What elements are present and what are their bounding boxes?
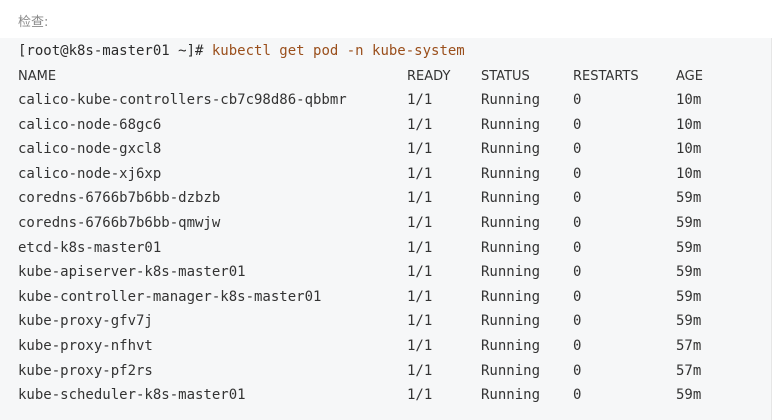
header-restarts: RESTARTS [573,69,639,84]
table-row: kube-apiserver-k8s-master01 1/1 Running 0 59… [18,260,758,285]
table-row: kube-proxy-gfv7j 1/1 Running 0 59m [18,309,758,334]
cell-age: 57m [676,337,702,354]
table-body: calico-kube-controllers-cb7c98d86-qbbmr 1… [18,88,758,408]
cell-status: Running [481,387,541,404]
cell-name: kube-proxy-gfv7j [18,313,153,330]
cell-name: calico-node-68gc6 [18,116,162,133]
header-name: NAME [18,69,57,84]
header-ready: READY [407,69,451,84]
cell-status: Running [481,362,541,379]
cell-name: kube-proxy-pf2rs [18,362,153,379]
cell-restarts: 0 [573,92,582,108]
command-prompt: [root@k8s-master01 ~]# kubectl get pod -… [18,42,465,60]
table-row: kube-scheduler-k8s-master01 1/1 Running 0 59… [18,383,758,408]
cell-ready: 1/1 [407,239,433,256]
cell-restarts: 0 [573,190,582,207]
cell-name: etcd-k8s-master01 [18,239,162,256]
cell-age: 59m [676,313,702,330]
cell-ready: 1/1 [407,141,433,158]
prompt-command: kubectl get pod -n kube-system [211,43,465,59]
cell-ready: 1/1 [407,264,433,281]
cell-age: 59m [676,214,702,231]
pod-table: NAME READY STATUS RESTARTS AGE calico-ku… [18,66,758,408]
cell-status: Running [481,337,541,354]
table-row: calico-kube-controllers-cb7c98d86-qbbmr 1… [18,88,758,113]
table-row: calico-node-gxcl8 1/1 Running 0 10m [18,137,758,162]
cell-restarts: 0 [573,362,582,379]
cell-ready: 1/1 [407,387,433,404]
cell-status: Running [481,239,541,256]
cell-status: Running [481,288,541,305]
cell-age: 10m [676,116,702,133]
cell-ready: 1/1 [407,313,433,330]
cell-age: 10m [676,165,702,182]
cell-age: 59m [676,190,702,207]
prompt-host: [root@k8s-master01 ~]# [18,43,212,59]
cell-restarts: 0 [573,165,582,182]
table-row: calico-node-68gc6 1/1 Running 0 10m [18,113,758,138]
cell-name: kube-scheduler-k8s-master01 [18,387,246,404]
cell-restarts: 0 [573,141,582,158]
cell-ready: 1/1 [407,288,433,305]
cell-ready: 1/1 [407,92,433,108]
cell-name: kube-proxy-nfhvt [18,337,153,354]
cell-name: calico-node-xj6xp [18,165,162,182]
cell-age: 59m [676,387,702,404]
cell-restarts: 0 [573,313,582,330]
cell-restarts: 0 [573,264,582,281]
header-age: AGE [676,69,703,84]
cell-status: Running [481,141,541,158]
cell-status: Running [481,313,541,330]
cell-age: 10m [676,141,702,158]
cell-restarts: 0 [573,288,582,305]
cell-name: calico-kube-controllers-cb7c98d86-qbbmr [18,92,347,108]
cell-name: kube-apiserver-k8s-master01 [18,264,246,281]
cell-ready: 1/1 [407,116,433,133]
cell-ready: 1/1 [407,362,433,379]
cell-status: Running [481,190,541,207]
table-row: coredns-6766b7b6bb-qmwjw 1/1 Running 0 59m [18,211,758,236]
cell-age: 59m [676,288,702,305]
cell-status: Running [481,214,541,231]
cell-ready: 1/1 [407,165,433,182]
cell-restarts: 0 [573,337,582,354]
table-row: kube-proxy-pf2rs 1/1 Running 0 57m [18,359,758,384]
cell-ready: 1/1 [407,337,433,354]
cell-restarts: 0 [573,116,582,133]
cell-name: coredns-6766b7b6bb-qmwjw [18,214,221,231]
table-row: etcd-k8s-master01 1/1 Running 0 59m [18,236,758,261]
cell-status: Running [481,92,541,108]
table-row: kube-controller-manager-k8s-master01 1/1 R… [18,285,758,310]
cell-restarts: 0 [573,214,582,231]
table-row: coredns-6766b7b6bb-dzbzb 1/1 Running 0 59m [18,186,758,211]
cell-name: kube-controller-manager-k8s-master01 [18,288,322,305]
cell-ready: 1/1 [407,214,433,231]
cell-ready: 1/1 [407,190,433,207]
cell-age: 57m [676,362,702,379]
caption-text: 检查: [18,15,49,30]
terminal-output: [root@k8s-master01 ~]# kubectl get pod -… [0,38,772,420]
cell-name: coredns-6766b7b6bb-dzbzb [18,190,221,207]
cell-age: 59m [676,264,702,281]
table-row: calico-node-xj6xp 1/1 Running 0 10m [18,162,758,187]
header-status: STATUS [481,69,530,84]
cell-status: Running [481,165,541,182]
cell-status: Running [481,264,541,281]
cell-age: 59m [676,239,702,256]
cell-name: calico-node-gxcl8 [18,141,162,158]
cell-restarts: 0 [573,239,582,256]
cell-restarts: 0 [573,387,582,404]
cell-age: 10m [676,92,702,108]
table-header: NAME READY STATUS RESTARTS AGE [18,66,758,88]
table-row: kube-proxy-nfhvt 1/1 Running 0 57m [18,334,758,359]
cell-status: Running [481,116,541,133]
